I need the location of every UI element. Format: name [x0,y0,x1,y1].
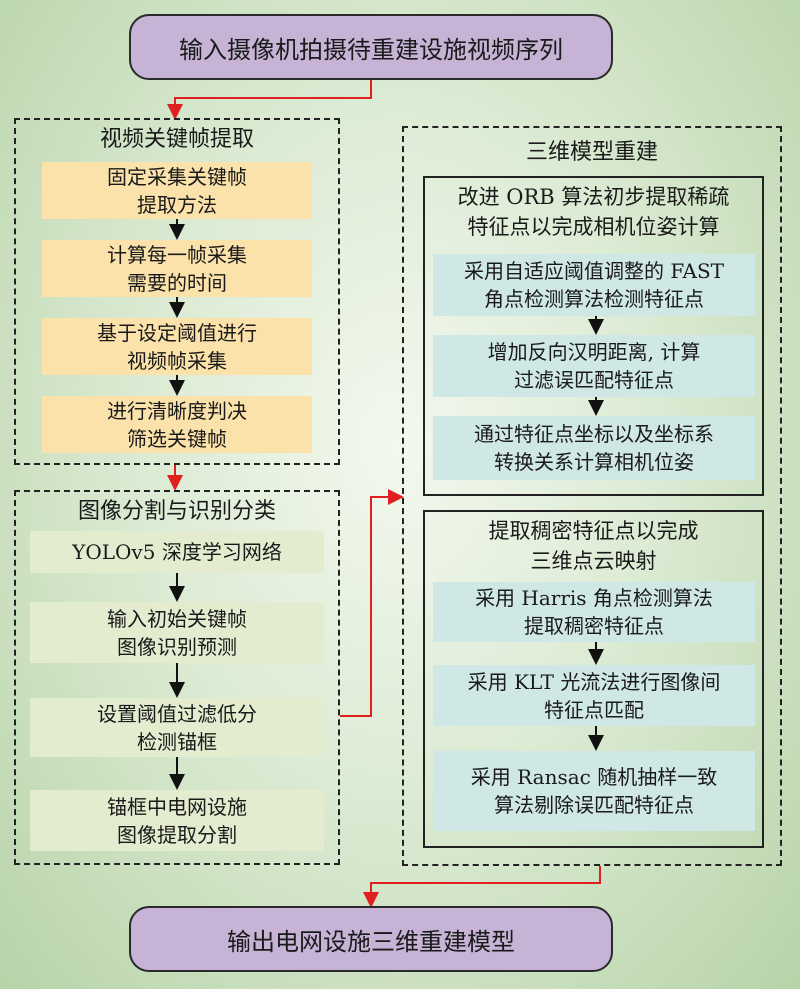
input-node: 输入摄像机拍摄待重建设施视频序列 [129,14,613,80]
dense-step-2: 采用 KLT 光流法进行图像间 特征点匹配 [433,665,755,726]
reconstruction-group [402,126,782,866]
segmentation-step-4: 锚框中电网设施 图像提取分割 [30,790,324,851]
keyframe-step-1: 固定采集关键帧 提取方法 [42,162,312,219]
keyframe-step-3: 基于设定阈值进行 视频帧采集 [42,318,312,375]
arrow-segmentation-to-reconstruction [340,489,404,717]
sparse-step-3: 通过特征点坐标以及坐标系 转换关系计算相机位姿 [433,416,755,480]
dense-step-1: 采用 Harris 角点检测算法 提取稠密特征点 [433,582,755,642]
reconstruction-title: 三维模型重建 [525,140,658,165]
sparse-step-2: 增加反向汉明距离, 计算 过滤误匹配特征点 [433,335,755,397]
dense-step-3: 采用 Ransac 随机抽样一致 算法剔除误匹配特征点 [433,751,755,831]
segmentation-group [14,490,340,865]
arrow-reconstruction-to-output [363,866,601,908]
sparse-step-1: 采用自适应阈值调整的 FAST 角点检测算法检测特征点 [433,254,755,316]
output-node: 输出电网设施三维重建模型 [129,906,613,972]
segmentation-step-1: YOLOv5 深度学习网络 [30,531,324,573]
dense-feature-panel [423,510,764,848]
arrow-input-to-keyframe [167,80,372,120]
segmentation-step-2: 输入初始关键帧 图像识别预测 [30,602,324,663]
keyframe-step-4: 进行清晰度判决 筛选关键帧 [42,396,312,453]
keyframe-group [14,118,340,465]
sparse-feature-panel [423,176,764,496]
keyframe-step-2: 计算每一帧采集 需要的时间 [42,240,312,297]
segmentation-title: 图像分割与识别分类 [77,499,276,524]
dense-feature-title: 提取稠密特征点以完成 三维点云映射 [488,519,699,573]
keyframe-title: 视频关键帧提取 [99,127,254,152]
sparse-feature-title: 改进 ORB 算法初步提取稀疏 特征点以完成相机位姿计算 [457,185,730,239]
segmentation-step-3: 设置阈值过滤低分 检测锚框 [30,698,324,757]
